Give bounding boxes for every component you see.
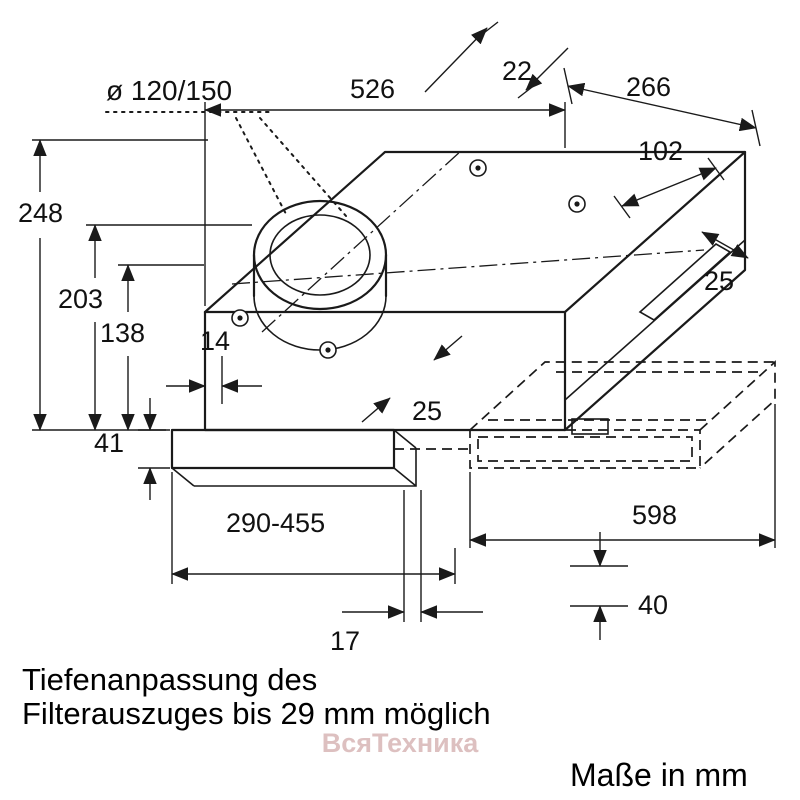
dim-14-label: 14 [200, 326, 230, 356]
dim-266-label: 266 [626, 72, 671, 102]
dim-17-label: 17 [330, 626, 360, 656]
dim-22: 22 [424, 21, 569, 99]
dim-290-455: 290-455 [171, 472, 456, 584]
diameter-label: ø 120/150 [106, 75, 232, 106]
dim-41-label: 41 [94, 428, 124, 458]
note-line-1: Tiefenanpassung des [22, 662, 317, 697]
dim-203: 203 [58, 224, 252, 431]
dim-14: 14 [166, 326, 262, 404]
units-label: Maße in mm [570, 757, 748, 793]
centerlines [231, 149, 705, 333]
dim-526-label: 526 [350, 74, 395, 104]
dim-25-offset: 25 [361, 335, 463, 426]
dim-25-offset-label: 25 [412, 396, 442, 426]
dim-598-label: 598 [632, 500, 677, 530]
dim-203-label: 203 [58, 284, 103, 314]
dim-40-label: 40 [638, 590, 668, 620]
dim-17: 17 [330, 490, 483, 656]
telescopic-drawer-extended [394, 360, 776, 469]
dim-266: 266 [563, 67, 761, 147]
dim-290-455-label: 290-455 [226, 508, 325, 538]
duct-collar [252, 199, 388, 351]
dim-138: 138 [100, 264, 204, 431]
dim-526: 526 [204, 74, 566, 306]
dim-41: 41 [94, 398, 170, 500]
mounting-holes [231, 159, 586, 359]
dim-138-label: 138 [100, 318, 145, 348]
dim-25-bracket-label: 25 [704, 266, 734, 296]
dim-102: 102 [613, 136, 725, 219]
dim-248-label: 248 [18, 198, 63, 228]
note-line-2: Filterauszuges bis 29 mm möglich [22, 696, 491, 731]
dim-248: 248 [18, 139, 208, 431]
hood-body [203, 150, 747, 435]
watermark: ВсяТехника [322, 728, 480, 758]
handle-detail [571, 418, 609, 435]
dim-598: 598 [469, 404, 776, 548]
dim-40: 40 [570, 532, 668, 640]
dim-22-label: 22 [502, 56, 532, 86]
dim-25-bracket: 25 [701, 231, 749, 296]
diameter-callout: ø 120/150 [105, 75, 347, 217]
filter-drawer-front [170, 428, 417, 487]
dim-102-label: 102 [638, 136, 683, 166]
note-text: Tiefenanpassung des Filterauszuges bis 2… [22, 662, 491, 731]
